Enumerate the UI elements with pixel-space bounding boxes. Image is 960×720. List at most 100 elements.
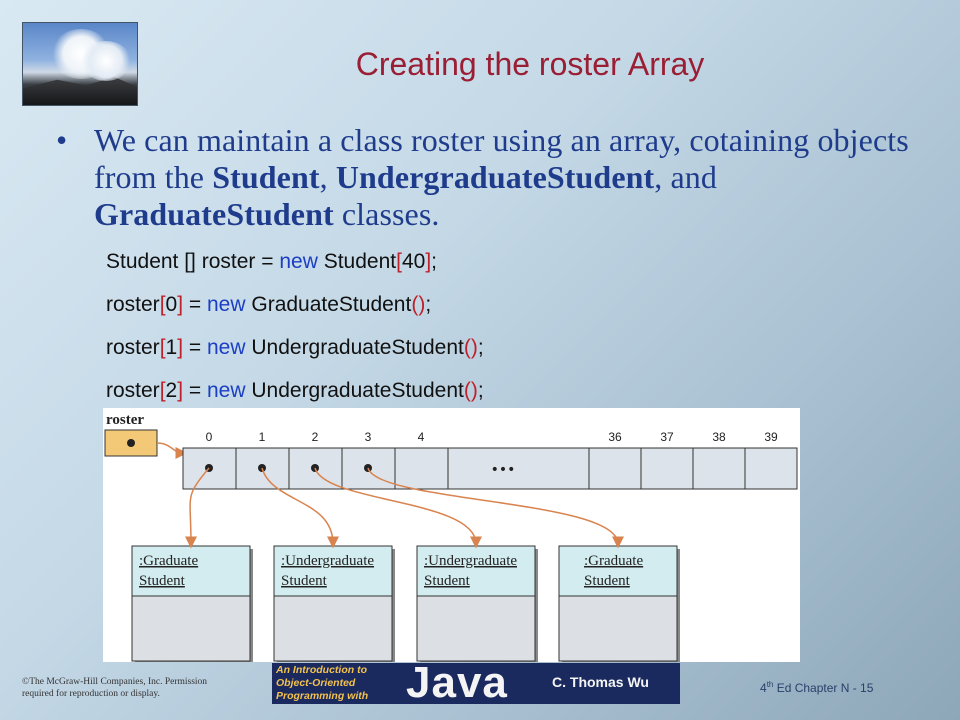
array-ellipsis: ••• (491, 462, 516, 478)
bullet-marker: • (56, 122, 68, 158)
banner-line-1: An Introduction to (276, 664, 367, 676)
copyright-line-1: ©The McGraw-Hill Companies, Inc. Permiss… (22, 677, 208, 687)
code-token: UndergraduateStudent (245, 379, 464, 402)
code-token: = (183, 293, 207, 316)
code-token: = (183, 379, 207, 402)
bullet-text-run: Student (212, 159, 320, 195)
code-token: UndergraduateStudent (245, 336, 464, 359)
array-index-label: 1 (259, 430, 266, 444)
edition-number: 4 (760, 681, 767, 695)
code-token: new (279, 250, 318, 273)
code-token: Student [] roster = (106, 250, 280, 273)
array-cells (182, 447, 798, 490)
code-token: new (207, 379, 246, 402)
banner-java-word: Java (406, 658, 508, 707)
object-body-box (131, 595, 251, 662)
array-cell (744, 447, 798, 490)
code-token: [ (396, 250, 402, 273)
object-header-box (416, 545, 536, 597)
reference-arrows (184, 464, 624, 549)
code-token: ] (425, 250, 432, 273)
student-objects: :GraduateStudent :UndergraduateStudent :Un… (131, 545, 680, 662)
object-class-label: Student (584, 573, 631, 589)
bullet-text-run: GraduateStudent (94, 196, 334, 232)
object-header-box (273, 545, 393, 597)
roster-to-array-arrow (156, 442, 188, 459)
object-class-label: :Undergraduate (281, 553, 374, 569)
code-token: ] (177, 379, 184, 402)
array-index-label: 39 (764, 430, 778, 444)
chapter-page-label: 4th Ed Chapter N - 15 (760, 680, 873, 695)
object-body-box (416, 595, 536, 662)
bullet-text-run: , (319, 159, 336, 195)
array-index-label: 0 (206, 430, 213, 444)
banner-subtitle: An Introduction to Object-Oriented Progr… (276, 664, 402, 703)
code-block: Student [] roster = new Student[40];rost… (106, 248, 484, 420)
array-index-label: 3 (365, 430, 372, 444)
code-token: ; (477, 379, 484, 402)
array-cell (588, 447, 642, 490)
reference-arrow (184, 467, 210, 549)
array-gap-cell (447, 447, 590, 490)
reference-arrow (261, 467, 339, 549)
book-banner-logo: An Introduction to Object-Oriented Progr… (272, 658, 680, 707)
object-header-box (558, 545, 678, 597)
array-cell (640, 447, 694, 490)
object-body-box (273, 595, 393, 662)
bullet-text-run: , and (654, 159, 717, 195)
code-token: ] (177, 336, 184, 359)
bullet-text-run: We can maintain a class roster using an … (94, 122, 909, 195)
code-token: () (411, 293, 426, 316)
array-cell (394, 447, 449, 490)
array-index-label: 2 (312, 430, 319, 444)
code-token: ; (431, 250, 437, 273)
array-index-label: 36 (608, 430, 622, 444)
code-line: roster[1] = new UndergraduateStudent(); (106, 334, 484, 377)
code-token: () (463, 379, 478, 402)
bullet-text-run: UndergraduateStudent (335, 159, 655, 195)
object-class-label: :Graduate (139, 553, 198, 569)
code-token: 40 (401, 250, 426, 273)
array-cell (235, 447, 290, 490)
reference-arrow (314, 467, 482, 549)
code-token: [ (159, 379, 166, 402)
code-token: roster (106, 293, 160, 316)
code-token: 0 (165, 293, 178, 316)
object-class-label: :Undergraduate (424, 553, 517, 569)
banner-author: C. Thomas Wu (552, 674, 649, 690)
array-index-label: 37 (660, 430, 674, 444)
object-class-label: Student (281, 573, 328, 589)
code-token: 2 (165, 379, 178, 402)
code-token: () (463, 336, 478, 359)
bullet-point: • We can maintain a class roster using a… (56, 122, 936, 233)
copyright-notice: ©The McGraw-Hill Companies, Inc. Permiss… (22, 676, 262, 700)
code-token: 1 (165, 336, 178, 359)
array-index-label: 4 (418, 430, 425, 444)
code-token: ] (177, 293, 184, 316)
roster-variable-label: roster (106, 412, 144, 428)
edition-suffix: th (766, 680, 774, 689)
bullet-text-run: classes. (333, 196, 440, 232)
code-token: ; (425, 293, 432, 316)
slide-title: Creating the roster Array (355, 46, 705, 82)
code-token: ; (477, 336, 484, 359)
code-token: roster (106, 379, 160, 402)
object-body-box (558, 595, 678, 662)
code-line: roster[0] = new GraduateStudent(); (106, 291, 484, 334)
wave-photo-logo (22, 22, 138, 106)
array-index-label: 38 (712, 430, 726, 444)
code-token: Student (317, 250, 397, 273)
code-line: roster[2] = new UndergraduateStudent(); (106, 377, 484, 420)
object-class-label: :Graduate (584, 553, 643, 569)
roster-variable-pointer (127, 439, 135, 447)
array-cell (692, 447, 746, 490)
copyright-line-2: required for reproduction or display. (22, 689, 160, 699)
banner-line-3: Programming with (276, 690, 369, 702)
object-class-label: Student (139, 573, 186, 589)
array-indices: 0 1 2 3 4 36 37 38 39 (206, 430, 778, 444)
code-token: = (183, 336, 207, 359)
banner-line-2: Object-Oriented (276, 677, 356, 689)
code-line: Student [] roster = new Student[40]; (106, 248, 484, 291)
code-token: new (207, 293, 246, 316)
code-token: [ (159, 336, 166, 359)
